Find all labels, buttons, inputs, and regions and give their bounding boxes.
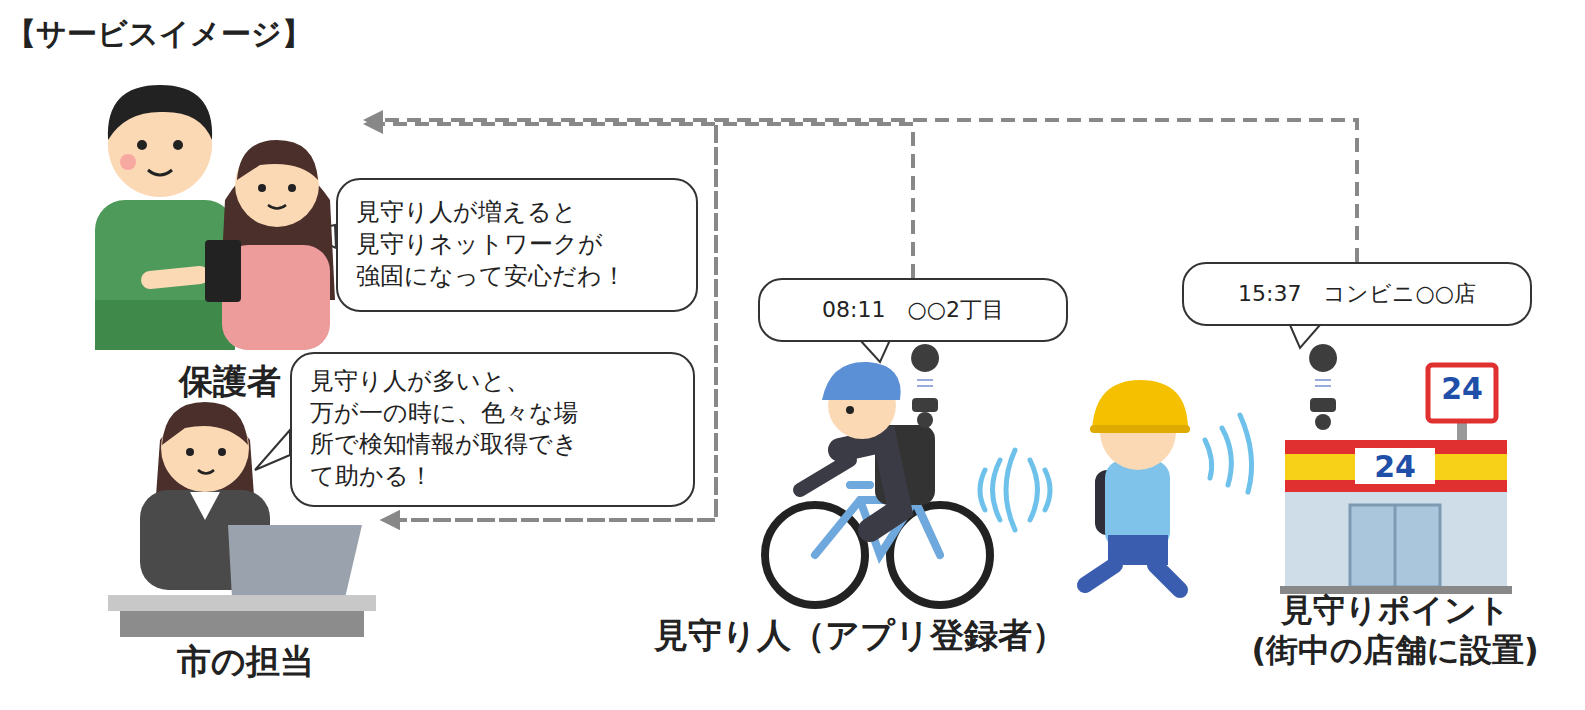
figure-caption: 保護者 <box>179 359 281 405</box>
speech-bubble: 見守り人が増えると 見守りネットワークが 強固になって安心だわ！ <box>336 178 698 312</box>
bubble-text: 見守り人が多いと、 万が一の時に、色々な場 所で検知情報が取得でき て助かる！ <box>310 366 675 493</box>
speech-bubble: 08:11 ○○2丁目 <box>758 278 1068 342</box>
father-figure <box>95 85 235 350</box>
figure-caption: 見守りポイント (街中の店舗に設置) <box>1245 590 1545 670</box>
diagram-title: 【サービスイメージ】 <box>6 14 312 55</box>
bubble-text: 15:37 コンビニ○○店 <box>1238 279 1476 308</box>
speech-bubble: 見守り人が多いと、 万が一の時に、色々な場 所で検知情報が取得でき て助かる！ <box>290 352 695 507</box>
figure-caption: 市の担当 <box>177 639 314 685</box>
speech-bubble: 15:37 コンビニ○○店 <box>1182 262 1532 326</box>
mother-figure <box>205 140 335 350</box>
cyclist-figure <box>765 362 990 605</box>
child-figure <box>1085 380 1190 590</box>
figure-caption: 見守り人（アプリ登録者） <box>630 614 1090 657</box>
bubble-text: 見守り人が増えると 見守りネットワークが 強固になって安心だわ！ <box>356 197 678 292</box>
store-sign: 24 <box>1357 448 1433 486</box>
beacon-icons <box>911 344 1337 430</box>
store-sign: 24 <box>1432 370 1492 408</box>
bubble-text: 08:11 ○○2丁目 <box>822 295 1004 324</box>
store-figure <box>1280 365 1512 594</box>
